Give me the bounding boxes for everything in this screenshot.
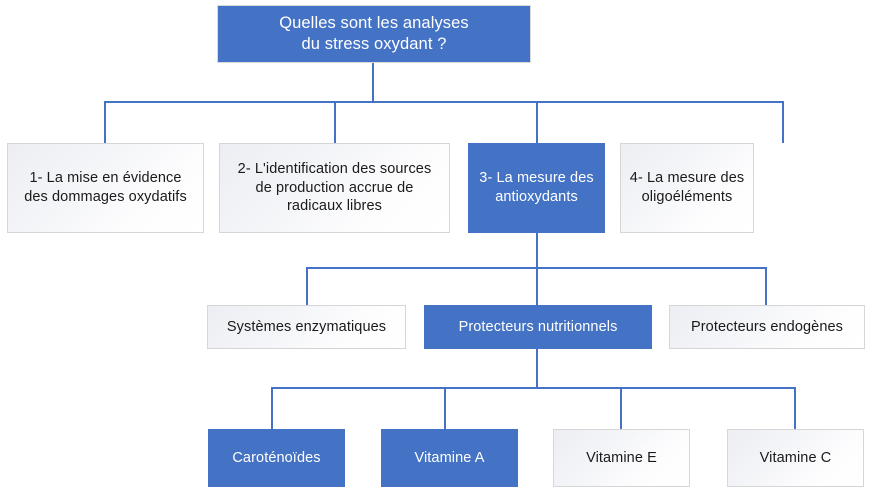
node-level3-label-1: Systèmes enzymatiques	[226, 318, 387, 335]
node-level4-label-2: Vitamine A	[414, 449, 485, 466]
connector-level2-drop-1	[104, 101, 106, 143]
node-level2-mesure-oligoelements[interactable]: 4- La mesure des oligoéléments	[620, 143, 754, 233]
node-level2-label-3: 3- La mesure des antioxydants	[479, 170, 594, 205]
node-level2-label-4: 4- La mesure des oligoéléments	[629, 170, 745, 205]
node-level4-vitamine-e[interactable]: Vitamine E	[553, 429, 690, 487]
connector-level4-drop-2	[444, 387, 446, 429]
node-level2-dommages-oxydatifs[interactable]: 1- La mise en évidence des dommages oxyd…	[7, 143, 204, 233]
node-level2-identification-sources[interactable]: 2- L'identification des sources de produ…	[219, 143, 450, 233]
node-root-question[interactable]: Quelles sont les analyses du stress oxyd…	[217, 5, 531, 63]
connector-level3-drop-3	[765, 267, 767, 305]
node-level4-label-3: Vitamine E	[586, 449, 657, 466]
node-level3-label-2: Protecteurs nutritionnels	[458, 318, 618, 335]
connector-root-stem	[372, 62, 374, 103]
node-level3-systemes-enzymatiques[interactable]: Systèmes enzymatiques	[207, 305, 406, 349]
node-level3-label-3: Protecteurs endogènes	[690, 318, 844, 335]
connector-level3-drop-1	[306, 267, 308, 305]
connector-level2-drop-4	[782, 101, 784, 143]
connector-level3-drop-2	[536, 267, 538, 305]
node-level2-mesure-antioxydants[interactable]: 3- La mesure des antioxydants	[468, 143, 605, 233]
node-level3-protecteurs-endogenes[interactable]: Protecteurs endogènes	[669, 305, 865, 349]
connector-level4-drop-1	[271, 387, 273, 429]
node-level4-vitamine-a[interactable]: Vitamine A	[381, 429, 518, 487]
connector-level4-bus	[271, 387, 796, 389]
node-level2-label-1: 1- La mise en évidence des dommages oxyd…	[24, 170, 187, 205]
connector-level2-drop-2	[334, 101, 336, 143]
node-level2-label-2: 2- L'identification des sources de produ…	[237, 160, 432, 215]
connector-level4-drop-4	[794, 387, 796, 429]
node-root-label: Quelles sont les analyses du stress oxyd…	[279, 13, 469, 53]
connector-node3-stem	[536, 232, 538, 269]
node-level4-label-1: Caroténoïdes	[232, 449, 321, 466]
connector-level4-drop-3	[620, 387, 622, 429]
node-level3-protecteurs-nutritionnels[interactable]: Protecteurs nutritionnels	[424, 305, 652, 349]
connector-level2-drop-3	[536, 101, 538, 143]
node-level4-label-4: Vitamine C	[759, 449, 832, 466]
connector-level2-bus	[104, 101, 784, 103]
node-level4-vitamine-c[interactable]: Vitamine C	[727, 429, 864, 487]
connector-nutritionnels-stem	[536, 349, 538, 388]
node-level4-carotenoides[interactable]: Caroténoïdes	[208, 429, 345, 487]
